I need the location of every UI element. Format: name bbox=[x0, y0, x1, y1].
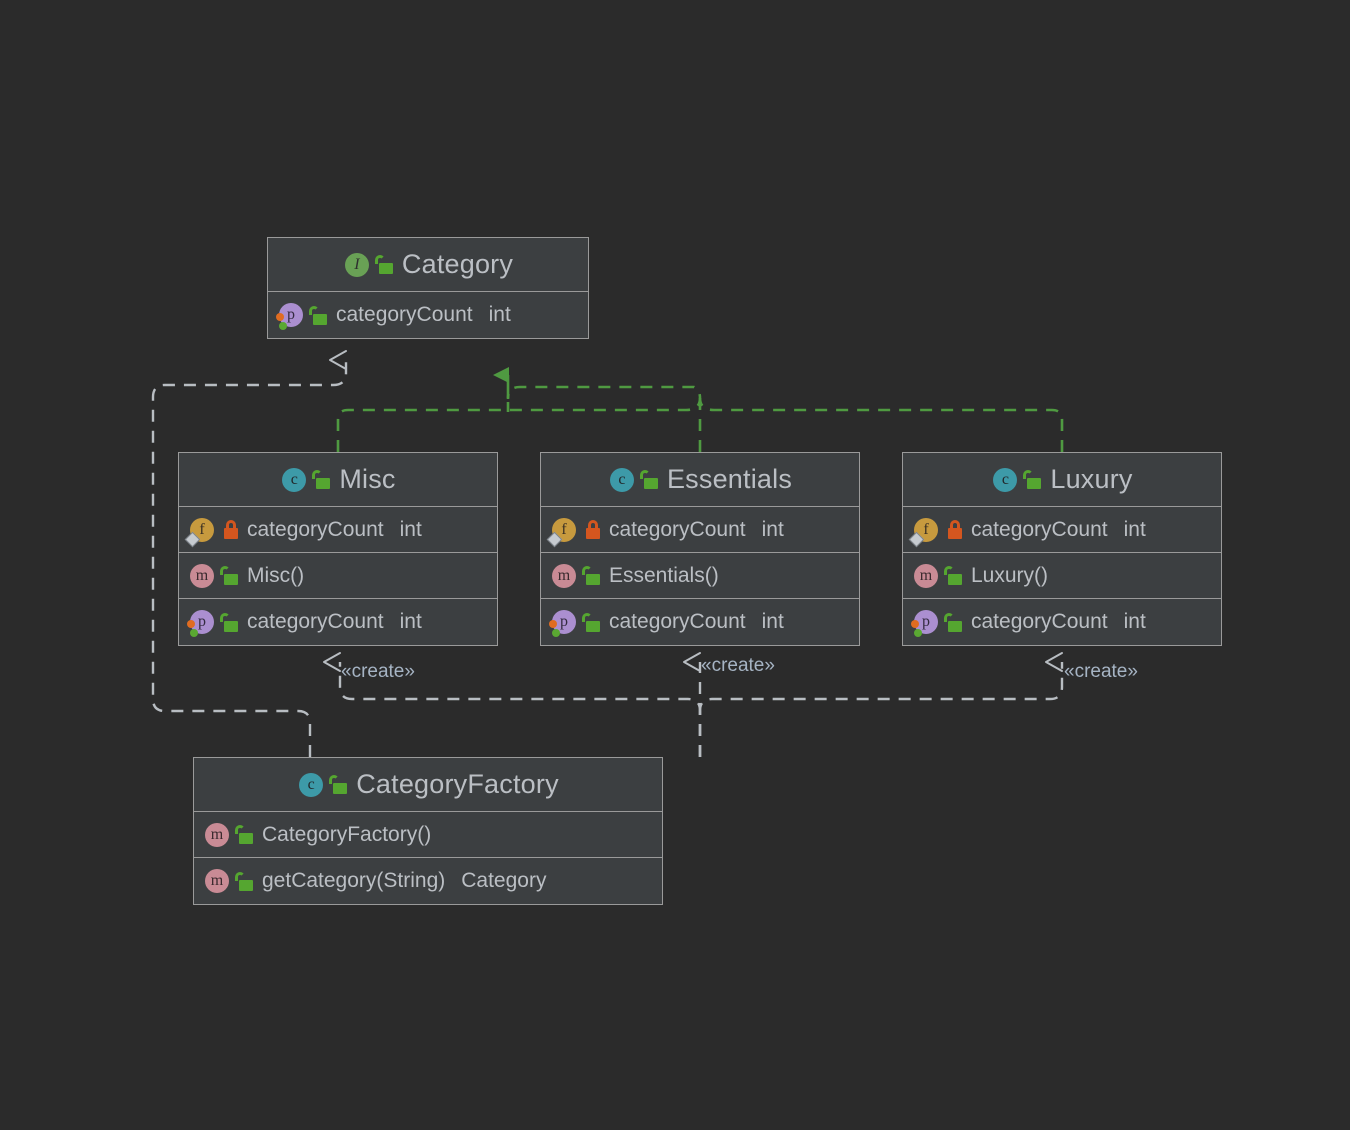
lock-closed-private-icon bbox=[585, 520, 602, 539]
realization-edges bbox=[336, 367, 1064, 452]
field-icon: f bbox=[908, 516, 940, 547]
lock-open-public-icon bbox=[639, 470, 660, 489]
edge-luxury-realizes-category bbox=[698, 397, 1064, 452]
interface-icon: I bbox=[343, 251, 371, 279]
lock-open-public-icon bbox=[235, 871, 255, 891]
lock-closed-private-icon bbox=[947, 520, 964, 539]
uml-node-categoryfactory[interactable]: c CategoryFactory m CategoryFactory() m bbox=[193, 757, 663, 905]
method-icon: m bbox=[550, 562, 578, 590]
lock-open-public-icon bbox=[944, 566, 964, 585]
uml-node-misc-header[interactable]: c Misc bbox=[179, 453, 497, 507]
uml-member-type: int bbox=[761, 517, 784, 541]
uml-member-name: categoryCount bbox=[609, 610, 746, 633]
uml-member-name: categoryCount bbox=[247, 610, 384, 633]
lock-open-public-icon bbox=[220, 566, 240, 585]
uml-member-row[interactable]: f categoryCount int bbox=[541, 507, 859, 553]
edge-label-create-essentials: «create» bbox=[701, 655, 775, 676]
uml-member-type: int bbox=[1123, 517, 1146, 541]
uml-member-row[interactable]: m Misc() bbox=[179, 553, 497, 599]
property-icon: p bbox=[276, 301, 305, 330]
edge-label-create-misc: «create» bbox=[341, 661, 415, 682]
uml-member-row[interactable]: f categoryCount int bbox=[903, 507, 1221, 553]
uml-node-category[interactable]: I Category p categoryCount int bbox=[267, 237, 589, 339]
uml-member-type: int bbox=[488, 303, 511, 326]
edge-misc-realizes-category bbox=[336, 385, 702, 452]
method-icon: m bbox=[912, 562, 940, 590]
uml-member-row[interactable]: p categoryCount int bbox=[541, 599, 859, 645]
method-icon: m bbox=[188, 562, 216, 590]
uml-member-row[interactable]: m Essentials() bbox=[541, 553, 859, 599]
uml-node-categoryfactory-title: CategoryFactory bbox=[356, 769, 559, 799]
uml-node-essentials[interactable]: c Essentials f categoryCount int m bbox=[540, 452, 860, 646]
field-icon: f bbox=[546, 516, 578, 547]
uml-member-row[interactable]: p categoryCount int bbox=[179, 599, 497, 645]
uml-node-essentials-header[interactable]: c Essentials bbox=[541, 453, 859, 507]
uml-member-name: categoryCount bbox=[971, 610, 1108, 633]
uml-member-type: int bbox=[761, 610, 784, 633]
lock-open-public-icon bbox=[582, 566, 602, 585]
class-icon: c bbox=[991, 466, 1019, 494]
uml-node-category-header[interactable]: I Category bbox=[268, 238, 588, 292]
uml-member-type: int bbox=[1123, 610, 1146, 633]
lock-open-public-icon bbox=[309, 305, 329, 325]
uml-node-categoryfactory-header[interactable]: c CategoryFactory bbox=[194, 758, 662, 812]
method-icon: m bbox=[203, 821, 231, 849]
uml-member-type: int bbox=[399, 610, 422, 633]
uml-member-name: Misc() bbox=[247, 563, 305, 587]
class-icon: c bbox=[608, 466, 636, 494]
uml-member-row[interactable]: f categoryCount int bbox=[179, 507, 497, 553]
uml-member-type: Category bbox=[461, 869, 547, 892]
uml-node-misc-title: Misc bbox=[339, 464, 396, 494]
property-icon: p bbox=[911, 608, 940, 637]
uml-member-name: Luxury() bbox=[971, 563, 1049, 587]
field-icon: f bbox=[184, 516, 216, 547]
uml-member-name: Essentials() bbox=[609, 563, 719, 587]
uml-node-misc[interactable]: c Misc f categoryCount int m bbox=[178, 452, 498, 646]
uml-member-name: categoryCount bbox=[971, 517, 1108, 541]
uml-member-name: CategoryFactory() bbox=[262, 822, 432, 846]
uml-node-category-title: Category bbox=[401, 249, 514, 279]
lock-open-public-icon bbox=[1023, 470, 1043, 489]
lock-open-public-icon bbox=[220, 612, 240, 632]
uml-node-essentials-title: Essentials bbox=[666, 464, 793, 494]
uml-member-row[interactable]: p categoryCount int bbox=[903, 599, 1221, 645]
lock-open-public-icon bbox=[329, 775, 349, 794]
class-icon: c bbox=[280, 466, 308, 494]
property-icon: p bbox=[549, 608, 578, 637]
uml-member-row[interactable]: m CategoryFactory() bbox=[194, 812, 662, 858]
uml-member-row[interactable]: m getCategory(String) Category bbox=[194, 858, 662, 904]
lock-open-public-icon bbox=[582, 612, 602, 632]
lock-open-public-icon bbox=[312, 470, 332, 489]
uml-member-name: categoryCount bbox=[247, 517, 384, 541]
uml-node-luxury-title: Luxury bbox=[1050, 464, 1133, 494]
uml-member-name: getCategory(String) bbox=[262, 869, 446, 892]
lock-closed-private-icon bbox=[223, 520, 240, 539]
uml-node-luxury[interactable]: c Luxury f categoryCount int m bbox=[902, 452, 1222, 646]
class-icon: c bbox=[297, 771, 325, 799]
uml-member-row[interactable]: p categoryCount int bbox=[268, 292, 588, 338]
uml-member-type: int bbox=[399, 517, 422, 541]
uml-member-name: categoryCount bbox=[609, 517, 746, 541]
uml-member-name: categoryCount bbox=[336, 303, 473, 326]
lock-open-public-icon bbox=[374, 255, 395, 274]
edge-label-create-luxury: «create» bbox=[1064, 661, 1138, 682]
method-icon: m bbox=[203, 867, 231, 895]
uml-node-luxury-header[interactable]: c Luxury bbox=[903, 453, 1221, 507]
lock-open-public-icon bbox=[235, 825, 255, 844]
lock-open-public-icon bbox=[944, 612, 964, 632]
property-icon: p bbox=[187, 608, 216, 637]
uml-member-row[interactable]: m Luxury() bbox=[903, 553, 1221, 599]
